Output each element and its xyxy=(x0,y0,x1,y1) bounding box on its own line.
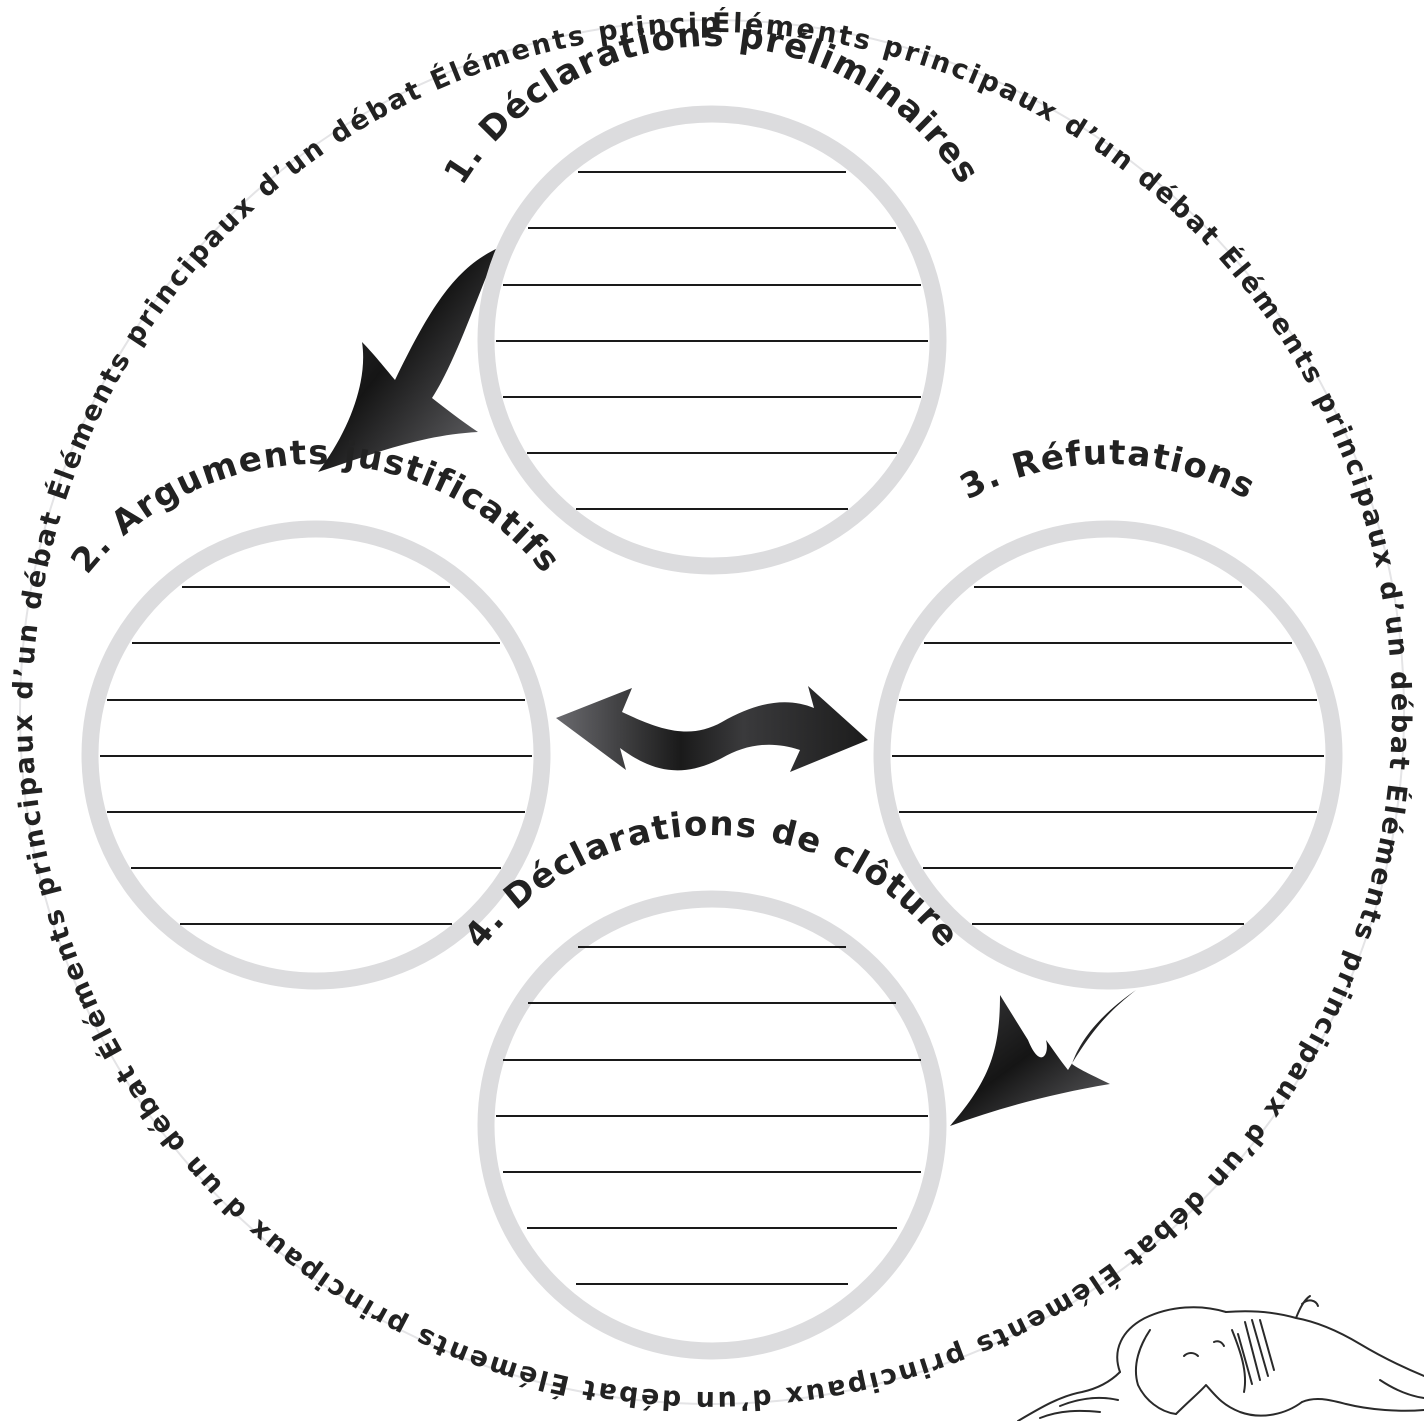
section-declarations-preliminaires: 1. Déclarations préliminaires xyxy=(436,15,987,566)
section-declarations-cloture: 4. Déclarations de clôture xyxy=(456,804,967,1351)
section-refutations: 3. Réfutations xyxy=(882,433,1334,981)
double-arrow-2-3-icon xyxy=(556,686,868,772)
section-title-3: 3. Réfutations xyxy=(954,433,1262,508)
arrow-3-to-4-icon xyxy=(950,990,1136,1126)
sleeping-dog-icon xyxy=(1018,1296,1424,1421)
